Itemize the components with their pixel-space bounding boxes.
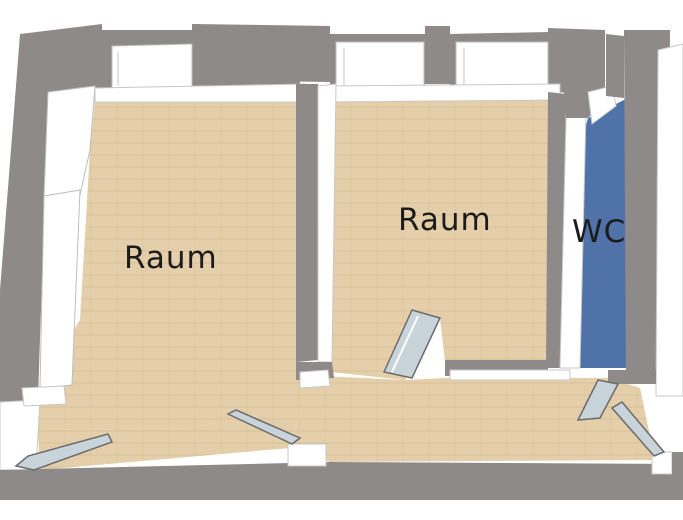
room-floor-middle: [330, 100, 560, 380]
wall-partition-2: [445, 92, 587, 381]
room-floor-left: [38, 100, 300, 445]
wall-wc: [560, 30, 683, 397]
wall-bottom: [0, 443, 683, 500]
wc-floor: [578, 98, 628, 368]
room-label: Raum: [398, 202, 492, 238]
room-label: Raum: [124, 240, 218, 276]
wall-partition-1: [296, 83, 337, 389]
wc-label: WC: [572, 214, 627, 250]
wall-left: [0, 24, 102, 471]
corridor-floor: [38, 375, 655, 470]
floor-area: [38, 98, 655, 470]
wall-top-face-middle: [329, 83, 561, 103]
window-icon: [111, 41, 549, 91]
door-swing-icon: [14, 309, 666, 471]
